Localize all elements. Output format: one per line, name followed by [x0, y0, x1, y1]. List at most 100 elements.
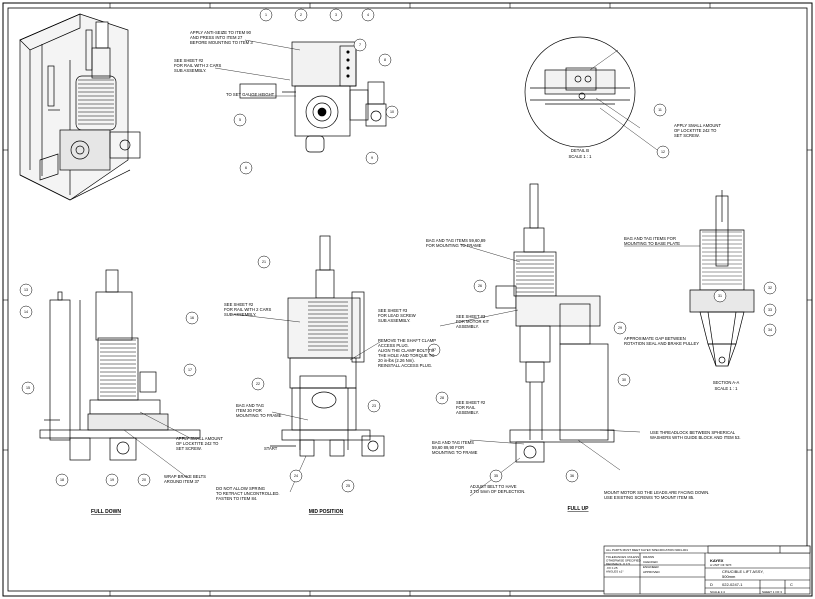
title-section-aa: SECTION A-A [713, 380, 740, 385]
balloon-number: 35 [494, 474, 498, 478]
balloon-numbers: 1 2 3 4 5 6 7 8 9 10 11 12 13 14 15 16 1… [24, 13, 772, 488]
balloon [257, 255, 271, 269]
balloon-callouts [19, 8, 777, 493]
balloon [294, 8, 308, 22]
note-mount-motor: MOUNT MOTOR SO THE LEADS ARE FACING DOWN… [604, 490, 709, 500]
title-block [603, 545, 811, 595]
leader-lines [123, 39, 700, 497]
drawing-sheet: SHEET 1 OF 3 [762, 590, 782, 594]
balloon-number: 24 [294, 474, 298, 478]
balloon-number: 25 [346, 484, 350, 488]
drawing-size: D [710, 582, 713, 587]
balloon [19, 283, 33, 297]
title-detail-b: DETAIL B [571, 148, 589, 153]
drawing-title-2: 500mm [722, 574, 736, 579]
balloon [19, 305, 33, 319]
balloon-number: 13 [24, 288, 28, 292]
balloon-number: 5 [239, 118, 241, 122]
balloon-number: 4 [367, 13, 369, 17]
balloon [656, 145, 670, 159]
balloon-number: 21 [262, 260, 266, 264]
title-full-up: FULL UP [567, 506, 589, 512]
balloon [367, 399, 381, 413]
balloon [427, 343, 441, 357]
drawing-scale: SCALE 1:4 [710, 590, 725, 594]
balloon-number: 33 [768, 308, 772, 312]
title-mid-position: MID POSITION [309, 509, 344, 515]
balloon-number: 36 [570, 474, 574, 478]
balloon [183, 363, 197, 377]
balloon-number: 12 [661, 150, 665, 154]
balloon-number: 2 [300, 13, 302, 17]
balloon-number: 10 [390, 110, 394, 114]
balloon-number: 3 [335, 13, 337, 17]
border-zone-ticks [3, 3, 812, 596]
balloon-number: 28 [440, 396, 444, 400]
balloon-number: 16 [190, 316, 194, 320]
title-section-aa-scale: SCALE 1 : 1 [714, 386, 738, 391]
balloon-number: 9 [371, 156, 373, 160]
balloon-number: 29 [618, 326, 622, 330]
balloon [361, 8, 375, 22]
balloon-number: 26 [478, 284, 482, 288]
balloon-number: 30 [622, 378, 626, 382]
drawing-rev: C [790, 582, 793, 587]
balloon-number: 6 [245, 166, 247, 170]
company-logo: KAYEX [710, 558, 724, 563]
balloon [341, 479, 355, 493]
section-aa-view [689, 190, 755, 367]
spec-banner: ALL PARTS MUST MEET KAYEX SPECIFICATION … [606, 548, 688, 552]
mid-position-view [270, 235, 385, 457]
balloon-number: 20 [142, 478, 146, 482]
balloon [21, 381, 35, 395]
balloon [289, 469, 303, 483]
balloon [565, 469, 579, 483]
balloon-number: 11 [658, 108, 662, 112]
balloon-number: 15 [26, 386, 30, 390]
top-center-view [239, 41, 387, 153]
balloon-number: 7 [359, 43, 361, 47]
balloon-number: 22 [256, 382, 260, 386]
label-start: START [264, 446, 278, 451]
balloon-number: 19 [110, 478, 114, 482]
tolerance-text: TOLERANCES UNLESS OTHERWISE SPECIFIED DE… [606, 555, 642, 573]
balloon [329, 8, 343, 22]
balloon-number: 31 [718, 294, 722, 298]
drawing-number: 022-0247-1 [722, 582, 743, 587]
balloon [239, 161, 253, 175]
note-to-set-gauge: TO SET GAUGE HEIGHT [226, 92, 275, 97]
balloon [763, 303, 777, 317]
title-detail-b-scale: SCALE 1 : 1 [568, 154, 592, 159]
detail-b-view [524, 36, 636, 148]
balloon [259, 8, 273, 22]
balloon [365, 151, 379, 165]
balloon [137, 473, 151, 487]
balloon [713, 289, 727, 303]
balloon-number: 27 [432, 348, 436, 352]
balloon [763, 323, 777, 337]
sheet-border-inner [7, 7, 808, 592]
title-full-down: FULL DOWN [91, 509, 121, 515]
balloon-number: 32 [768, 286, 772, 290]
balloon [378, 53, 392, 67]
balloon-number: 14 [24, 310, 28, 314]
balloon [55, 473, 69, 487]
